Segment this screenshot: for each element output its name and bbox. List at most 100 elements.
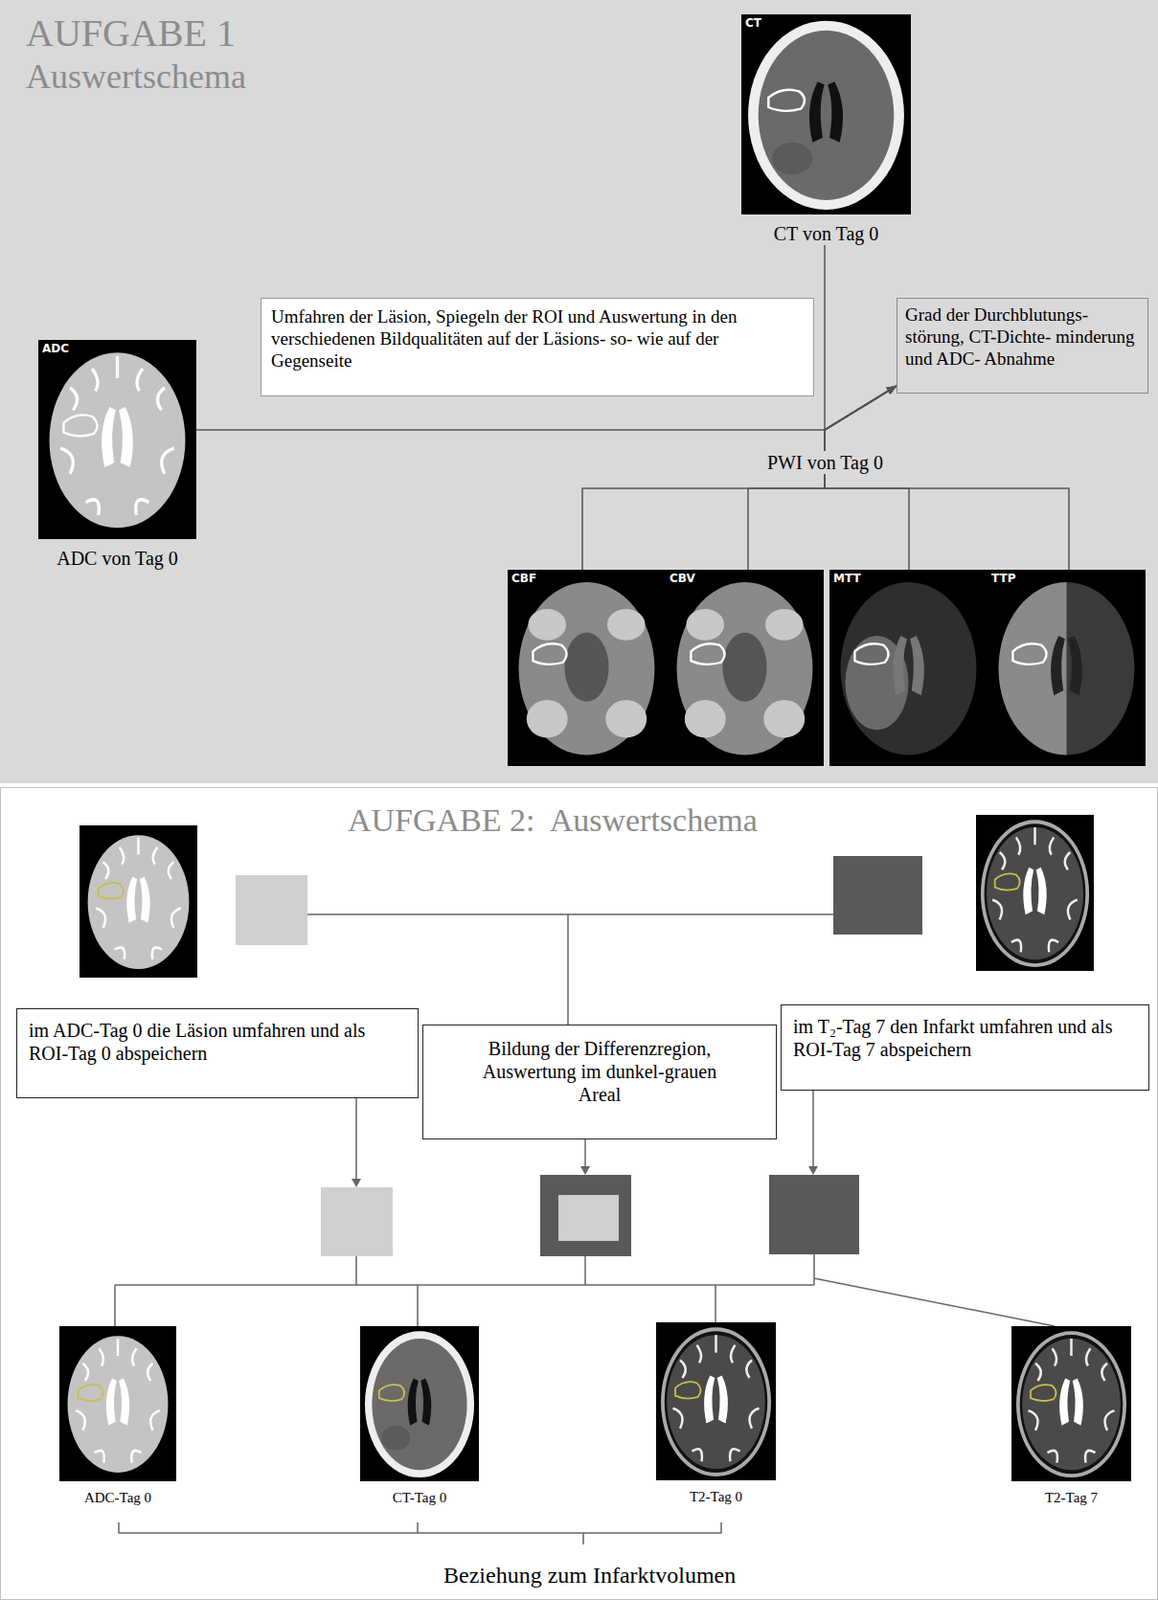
graphic-path xyxy=(1022,867,1046,916)
graphic-ellipse xyxy=(371,1339,467,1471)
graphic-ellipse xyxy=(980,819,1090,968)
bracket xyxy=(118,1522,722,1545)
scan-frame: TTP xyxy=(987,569,1146,767)
graphic-rect xyxy=(976,815,1094,972)
graphic-ellipse xyxy=(999,582,1136,755)
graphic-ellipse xyxy=(685,609,725,641)
graphic-path xyxy=(1012,643,1046,665)
scan-frame: MTT xyxy=(829,569,988,767)
connector xyxy=(824,386,1069,570)
graphic-path xyxy=(408,1378,432,1426)
scan-frame: CT xyxy=(741,14,911,215)
scan-illustration xyxy=(360,1326,479,1482)
scan-caption: CT-Tag 0 xyxy=(360,1489,479,1507)
graphic-path xyxy=(809,81,843,143)
scan-image: MTT xyxy=(829,569,988,767)
scan-illustration xyxy=(976,815,1094,972)
graphic-ellipse xyxy=(607,609,646,641)
scan-image: CT-Tag 0 xyxy=(360,1326,479,1507)
arrow-head xyxy=(885,386,897,395)
scan-image: CTCT von Tag 0 xyxy=(741,14,911,246)
graphic-rect xyxy=(665,569,824,767)
graphic-path xyxy=(995,873,1021,890)
graphic-ellipse xyxy=(1021,1339,1121,1471)
graphic-ellipse xyxy=(664,1331,769,1474)
arrow-head xyxy=(351,1179,362,1188)
difference-square-outer xyxy=(540,1175,632,1257)
connector xyxy=(748,386,897,570)
graphic-path xyxy=(60,356,175,516)
graphic-path xyxy=(768,90,805,112)
arrow-head xyxy=(885,386,897,395)
graphic-ellipse xyxy=(677,582,814,755)
roi-square-dark xyxy=(833,856,923,935)
graphic-rect xyxy=(38,340,197,540)
graphic-ellipse xyxy=(684,700,727,738)
arrow-head xyxy=(808,1166,818,1176)
free-label: Beziehung zum Infarktvolumen xyxy=(438,1562,741,1590)
graphic-path xyxy=(673,1335,760,1462)
graphic-rect xyxy=(987,569,1146,767)
graphic-path xyxy=(892,635,925,696)
arrow-head xyxy=(885,386,897,395)
graphic-ellipse xyxy=(1016,1331,1127,1478)
graphic-path xyxy=(532,643,567,665)
graphic-ellipse xyxy=(68,1336,169,1474)
scan-image: ADC-Tag 0 xyxy=(59,1326,177,1507)
graphic-path xyxy=(126,876,150,923)
scan-image: CBV xyxy=(665,569,824,767)
graphic-rect xyxy=(1011,1326,1132,1482)
scan-illustration xyxy=(656,1322,776,1481)
text-box: Bildung der Differenzregion, Auswertung … xyxy=(422,1024,777,1140)
scan-label: CT xyxy=(745,16,762,30)
scan-illustration xyxy=(79,825,198,978)
arrow-head xyxy=(885,386,897,395)
graphic-path xyxy=(75,1339,160,1464)
graphic-ellipse xyxy=(765,609,804,641)
scan-label: MTT xyxy=(833,571,862,586)
panel-band: AUFGABE 2: Auswertschemaim ADC-Tag 0 die… xyxy=(0,787,1158,1600)
graphic-ellipse xyxy=(88,835,190,970)
graphic-rect xyxy=(829,569,988,767)
graphic-path xyxy=(95,838,182,960)
roi-square-dark xyxy=(769,1175,860,1255)
graphic-rect xyxy=(59,1326,177,1482)
scan-frame: CBF xyxy=(507,569,666,767)
graphic-ellipse xyxy=(519,582,656,755)
graphic-ellipse xyxy=(49,352,186,528)
graphic-ellipse xyxy=(722,633,767,703)
graphic-rect xyxy=(656,1322,776,1481)
scan-frame: ADC xyxy=(38,340,197,540)
graphic-path xyxy=(1028,1339,1115,1464)
scan-image: T2-Tag 7 xyxy=(1011,1326,1132,1507)
scan-image: T2-Tag 0 xyxy=(656,1322,776,1506)
text-box: im ADC-Tag 0 die Läsion umfahren und als… xyxy=(16,1008,419,1099)
graphic-path xyxy=(690,643,725,665)
graphic-path xyxy=(379,1385,405,1402)
graphic-ellipse xyxy=(364,1331,475,1478)
text-box: Umfahren der Läsion, Spiegeln der ROI un… xyxy=(260,297,815,397)
graphic-ellipse xyxy=(986,827,1084,960)
graphic-path xyxy=(703,1375,728,1424)
graphic-ellipse xyxy=(605,700,647,738)
graphic-ellipse xyxy=(381,1426,410,1452)
scan-illustration xyxy=(665,569,824,767)
graphic-path xyxy=(854,643,888,665)
graphic-path xyxy=(675,1382,702,1399)
arrow-head xyxy=(885,386,897,395)
graphic-ellipse xyxy=(984,823,1087,964)
graphic-ellipse xyxy=(748,21,905,210)
scan-illustration xyxy=(829,569,988,767)
roi-square-light xyxy=(320,1187,393,1257)
panel-heading: AUFGABE 1 xyxy=(25,11,236,56)
scan-illustration xyxy=(38,340,197,540)
difference-square-inner xyxy=(558,1195,619,1242)
graphic-path xyxy=(101,407,134,468)
box-text: Bildung der Differenzregion, Auswertung … xyxy=(461,1037,738,1107)
graphic-ellipse xyxy=(564,633,609,703)
connector xyxy=(824,245,897,431)
graphic-ellipse xyxy=(527,609,567,641)
scan-illustration xyxy=(741,14,911,215)
scan-frame: CBV xyxy=(665,569,824,767)
